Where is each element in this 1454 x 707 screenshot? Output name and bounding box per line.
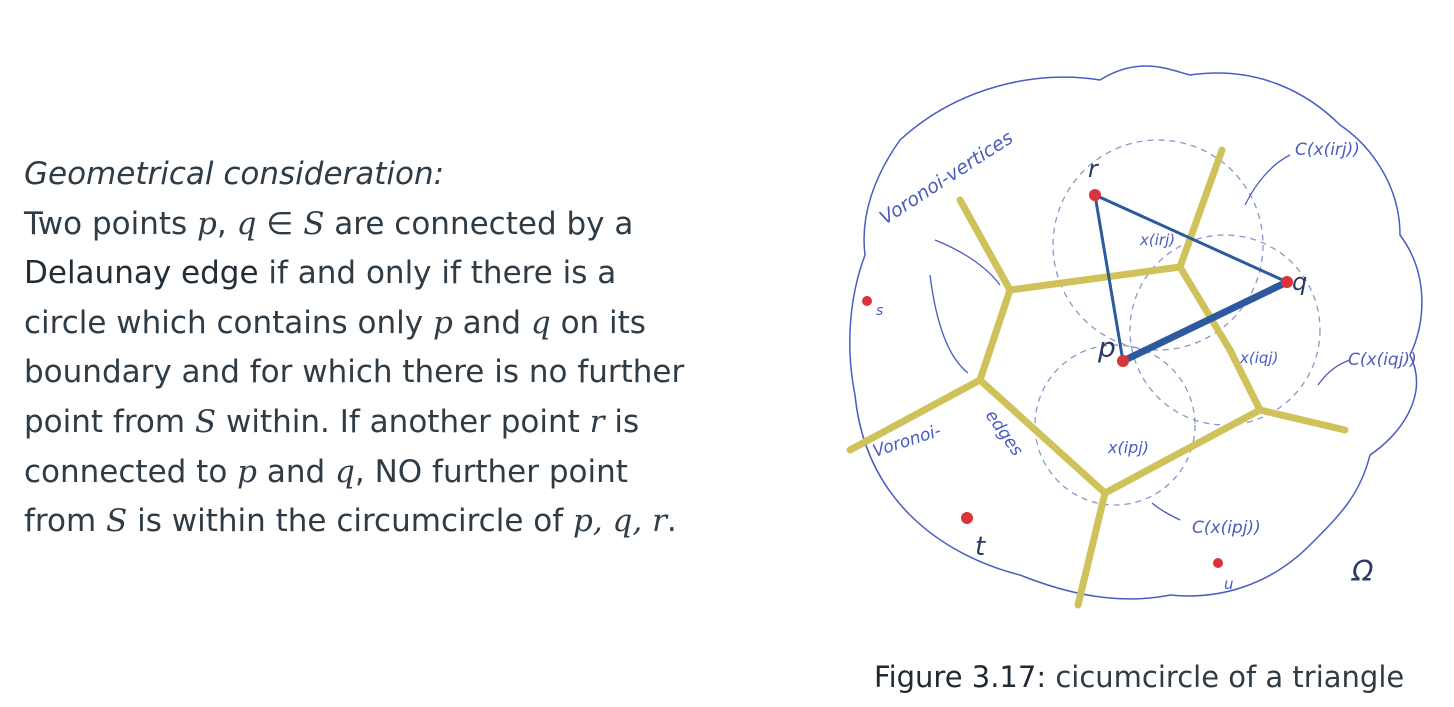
site-p — [1117, 355, 1129, 367]
text-line-5: point from S within. If another point r … — [24, 398, 744, 448]
heading: Geometrical consideration: — [24, 156, 445, 192]
label-p: p — [1097, 331, 1116, 364]
annotation-arrows — [929, 154, 1351, 521]
label-u: u — [1224, 575, 1234, 593]
figure-caption: Figure 3.17: cicumcircle of a triangle — [874, 660, 1404, 694]
voronoi-edge — [1226, 346, 1264, 414]
text-span: and — [257, 453, 336, 490]
math-q: q — [335, 453, 355, 490]
voronoi-edge — [976, 376, 1109, 497]
label-r: r — [1088, 155, 1100, 183]
text-line-2: Delaunay edge if and only if there is a — [24, 249, 744, 299]
text-line-7: from S is within the circumcircle of p, … — [24, 497, 744, 547]
math-S: S — [194, 403, 217, 440]
label-omega: Ω — [1351, 555, 1374, 588]
text-span: from — [24, 503, 106, 540]
text-span: is — [604, 403, 640, 440]
text-span: , NO further point — [354, 453, 628, 490]
math-S: S — [106, 503, 128, 540]
site-q — [1281, 276, 1293, 288]
label-c2: C(x(iqj)) — [1348, 350, 1417, 370]
text-span: circle which contains only — [24, 304, 433, 341]
math-in: ∈ — [256, 205, 304, 242]
label-voronoi-vertices: Voronoi-vertices — [876, 127, 1017, 230]
domain-outline — [849, 65, 1423, 600]
text-span: Two points — [24, 205, 198, 242]
site-t — [961, 512, 973, 524]
text-line-3: circle which contains only p and q on it… — [24, 299, 744, 349]
label-voronoi-edges-1: Voronoi- — [870, 421, 943, 462]
math-r: r — [589, 403, 605, 440]
figure-canvas: Voronoi-vertices Voronoi- edges r q p s … — [846, 65, 1423, 609]
text-span: , — [216, 205, 237, 242]
sites — [862, 189, 1293, 568]
math-q: q — [236, 205, 257, 242]
label-c3: C(x(ipj)) — [1192, 518, 1261, 538]
label-q: q — [1292, 268, 1307, 296]
voronoi-edge — [1176, 146, 1226, 271]
text-span: connected to — [24, 453, 238, 490]
label-t: t — [975, 532, 986, 562]
text-span: within. If another point — [216, 403, 590, 440]
text-line-6: connected to p and q, NO further point — [24, 448, 744, 498]
edge-pq — [1119, 278, 1291, 365]
edge-rp — [1093, 193, 1125, 363]
circumcircle-q — [1129, 234, 1321, 426]
math-q: q — [530, 304, 551, 341]
site-u — [1213, 558, 1223, 568]
arrow-to-vertex — [929, 274, 969, 374]
text-span: are connected by a — [324, 205, 634, 242]
voronoi-edge — [1256, 406, 1349, 434]
label-x-ipj: x(ipj) — [1107, 438, 1149, 457]
circumcircle-p — [1034, 344, 1196, 506]
arrow-c3 — [1151, 502, 1181, 521]
arrow-c2 — [1317, 359, 1351, 386]
math-S: S — [303, 205, 325, 242]
label-x-irj: x(irj) — [1139, 231, 1175, 249]
voronoi-edge — [956, 196, 1014, 294]
caption-text: cicumcircle of a triangle — [1046, 660, 1405, 694]
voronoi-edges — [846, 146, 1349, 609]
text-span: and — [452, 304, 531, 341]
math-p: p — [432, 304, 453, 341]
arrow-to-vertex — [934, 239, 1001, 286]
voronoi-edge — [1074, 489, 1109, 609]
caption-label: Figure 3.17: — [874, 660, 1047, 694]
circumcircle-r — [1052, 139, 1264, 351]
delaunay-triangle — [1093, 193, 1291, 365]
delaunay-edge-term: Delaunay edge — [24, 255, 259, 292]
text-line-1: Two points p, q ∈ S are connected by a — [24, 200, 744, 250]
label-s: s — [876, 303, 883, 319]
site-s — [862, 296, 872, 306]
arrow-c1 — [1244, 154, 1291, 206]
edge-rq — [1093, 193, 1289, 284]
site-r — [1089, 189, 1101, 201]
math-p: p — [197, 205, 217, 242]
voronoi-edge — [1006, 263, 1184, 294]
voronoi-figure: Voronoi-vertices Voronoi- edges r q p s … — [840, 45, 1440, 620]
label-x-iqj: x(iqj) — [1239, 349, 1278, 367]
voronoi-edge — [1176, 263, 1234, 354]
text-block: Geometrical consideration: Two points p,… — [24, 150, 744, 547]
voronoi-edge — [846, 376, 984, 454]
text-span: point from — [24, 403, 195, 440]
text-line-4: boundary and for which there is no furth… — [24, 354, 685, 391]
math-p: p — [237, 453, 258, 490]
voronoi-edge — [976, 286, 1014, 384]
voronoi-edge — [1101, 406, 1264, 497]
text-span: if and only if there is a — [258, 255, 617, 292]
text-span: is within the circumcircle of — [127, 503, 573, 540]
math-pqr: p, q, r — [572, 503, 667, 540]
text-span: on its — [550, 304, 646, 341]
label-c1: C(x(irj)) — [1295, 140, 1360, 160]
text-span: . — [666, 503, 677, 540]
